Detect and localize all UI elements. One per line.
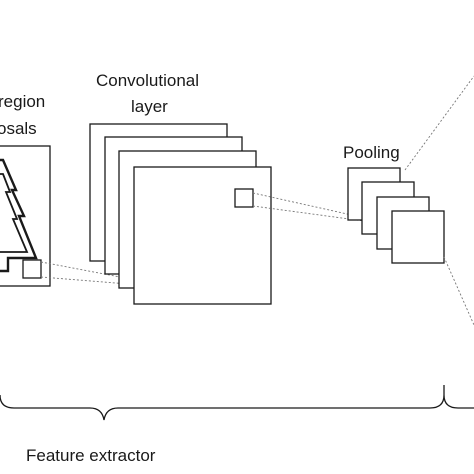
region-proposal-box <box>22 259 42 279</box>
conv-receptive-box <box>234 188 254 208</box>
pool-map-4 <box>391 210 445 264</box>
pool-outgoing-projection <box>404 75 474 326</box>
conv-feature-map-4 <box>133 166 272 305</box>
tree-outline-inner <box>0 173 29 253</box>
convolutional-layer-label-line1: Convolutional <box>96 71 200 90</box>
pooling-layer-stack <box>347 167 445 264</box>
feature-extractor-brace <box>0 385 474 421</box>
region-proposals-label-line2: osals <box>0 119 37 138</box>
pooling-label: Pooling <box>343 143 400 162</box>
input-image-panel <box>0 145 51 287</box>
convolutional-layer-stack <box>89 123 272 305</box>
feature-extractor-label: Feature extractor <box>26 446 156 465</box>
tree-outline-outer <box>0 158 38 273</box>
region-proposals-label-line1: region <box>0 92 46 111</box>
convolutional-layer-label-line2: layer <box>131 97 168 116</box>
